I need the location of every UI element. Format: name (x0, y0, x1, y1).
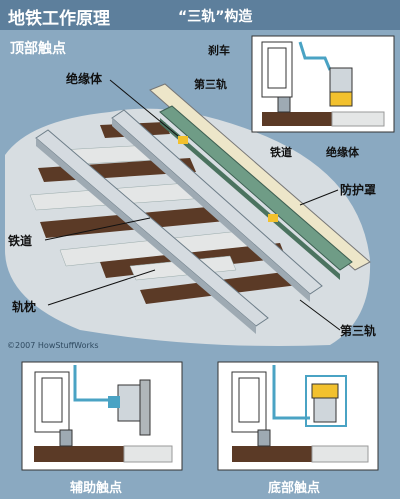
label-side-contact: 辅助触点 (70, 481, 123, 496)
section-title-top-contact: 顶部触点 (10, 41, 66, 57)
page-title: 地铁工作原理 (8, 9, 110, 29)
label-insulator: 绝缘体 (66, 72, 103, 86)
label-running-rail: 铁道 (8, 234, 33, 248)
label-third-rail: 第三轨 (340, 324, 377, 338)
copyright: ©2007 HowStuffWorks (7, 341, 99, 350)
header-bar: 地铁工作原理 “三轨”构造 (0, 0, 400, 30)
label-inset-running-rail: 铁道 (270, 146, 292, 159)
running-rail-left (35, 129, 269, 334)
label-brake: 刹车 (208, 44, 230, 57)
third-rail-assembly (149, 83, 371, 280)
label-guard: 防护罩 (340, 183, 377, 197)
label-sleeper: 轨枕 (12, 300, 37, 314)
running-rail-right (111, 109, 323, 302)
label-inset-insulator: 绝缘体 (326, 146, 359, 159)
label-inset-third-rail: 第三轨 (194, 78, 227, 91)
page-subtitle: “三轨”构造 (178, 9, 253, 25)
label-bottom-contact: 底部触点 (268, 481, 321, 496)
